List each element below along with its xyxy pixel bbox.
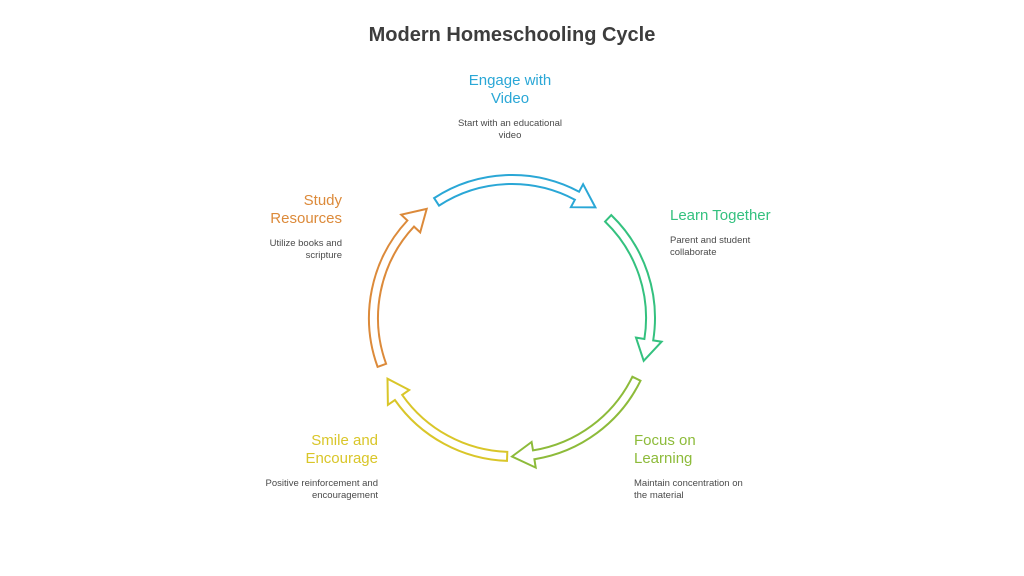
- step-learn-together: Learn Together Parent and student collab…: [670, 207, 840, 259]
- step-description: Positive reinforcement and encouragement: [265, 478, 378, 501]
- diagram-title: Modern Homeschooling Cycle: [368, 24, 656, 46]
- step-engage-with-video: Engage with Video Start with an educatio…: [425, 72, 595, 142]
- cycle-arrow-focus: [510, 375, 642, 470]
- step-title: Focus on Learning: [634, 432, 696, 467]
- step-study-resources: Study Resources Utilize books and script…: [172, 192, 342, 262]
- cycle-arrow-smile: [386, 377, 509, 462]
- step-title: Study Resources: [270, 192, 342, 227]
- step-smile-and-encourage: Smile and Encourage Positive reinforceme…: [208, 432, 378, 502]
- step-title: Smile and Encourage: [305, 432, 378, 467]
- cycle-arrow-study: [367, 207, 429, 369]
- step-focus-on-learning: Focus on Learning Maintain concentration…: [634, 432, 804, 502]
- step-description: Utilize books and scripture: [269, 238, 342, 261]
- cycle-arrow-learn: [603, 213, 664, 363]
- step-description: Parent and student collaborate: [670, 235, 751, 258]
- cycle-arrow-engage: [432, 174, 598, 209]
- step-title: Engage with Video: [468, 72, 552, 107]
- step-description: Maintain concentration on the material: [634, 478, 743, 501]
- step-title: Learn Together: [670, 207, 771, 224]
- step-description: Start with an educational video: [457, 118, 563, 141]
